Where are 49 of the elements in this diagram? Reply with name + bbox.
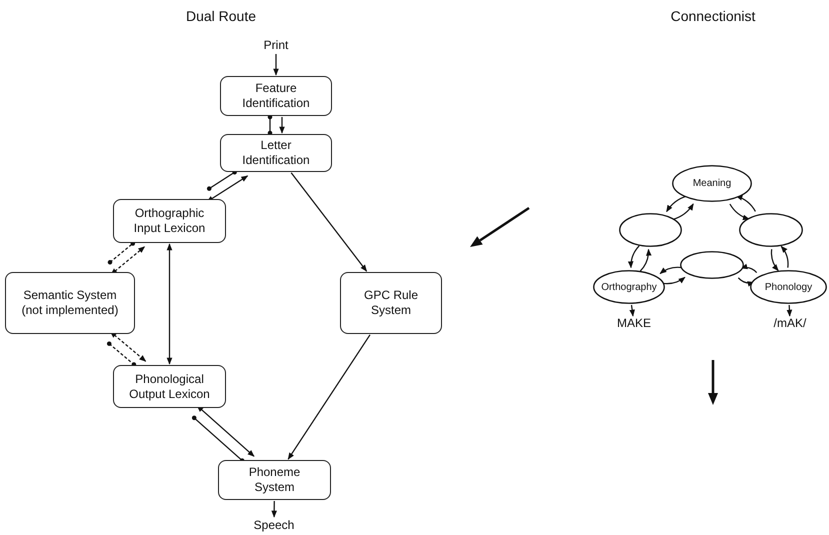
text-label: Speech: [254, 518, 294, 532]
arrow: [196, 405, 255, 457]
arrow: [662, 276, 686, 284]
arrow: [273, 54, 279, 76]
arrow: [629, 304, 635, 317]
node-label: Phonological Output Lexicon: [128, 372, 211, 402]
arrow: [628, 245, 640, 268]
arrow: [786, 304, 792, 317]
inhibitory-connector: [108, 241, 136, 265]
node-label: Letter Identification: [241, 138, 311, 168]
arrow: [279, 117, 285, 134]
arrow: [660, 266, 682, 274]
heading: Connectionist: [670, 8, 756, 24]
process-box: [113, 365, 226, 408]
text-label: Print: [264, 39, 288, 53]
arrow: [666, 195, 688, 212]
arrow: [288, 334, 370, 460]
arrow: [735, 195, 756, 212]
inhibitory-connector: [106, 341, 136, 367]
node-label: Feature Identification: [241, 81, 311, 111]
heading: Dual Route: [186, 8, 256, 24]
arrow: [166, 243, 172, 365]
text-label: /mAK/: [774, 316, 806, 330]
process-box: [113, 199, 226, 243]
arrow: [729, 204, 750, 220]
inhibitory-connector: [192, 416, 244, 463]
arrow: [780, 246, 789, 268]
arrow: [271, 501, 277, 518]
process-box: [5, 272, 135, 334]
inhibitory-connector: [206, 170, 237, 191]
arrow: [770, 249, 779, 272]
process-box: [340, 272, 442, 334]
node-label: Orthographic Input Lexicon: [132, 206, 206, 236]
node-label: Phonology: [764, 282, 812, 292]
node-label: GPC Rule System: [362, 288, 420, 318]
node-label: Orthography: [601, 282, 657, 292]
arrow: [640, 248, 652, 272]
node-label: Meaning: [692, 178, 732, 189]
node-label: Semantic System (not implemented): [20, 288, 120, 318]
inhibitory-connector: [268, 114, 272, 136]
process-box: [220, 76, 332, 116]
arrow: [290, 172, 368, 272]
arrow: [672, 203, 694, 220]
node-label: Phoneme System: [248, 465, 302, 495]
arrow: [110, 331, 146, 362]
process-box: [218, 460, 331, 500]
process-box: [220, 134, 332, 172]
text-label: MAKE: [616, 316, 651, 330]
arrow: [110, 246, 146, 275]
